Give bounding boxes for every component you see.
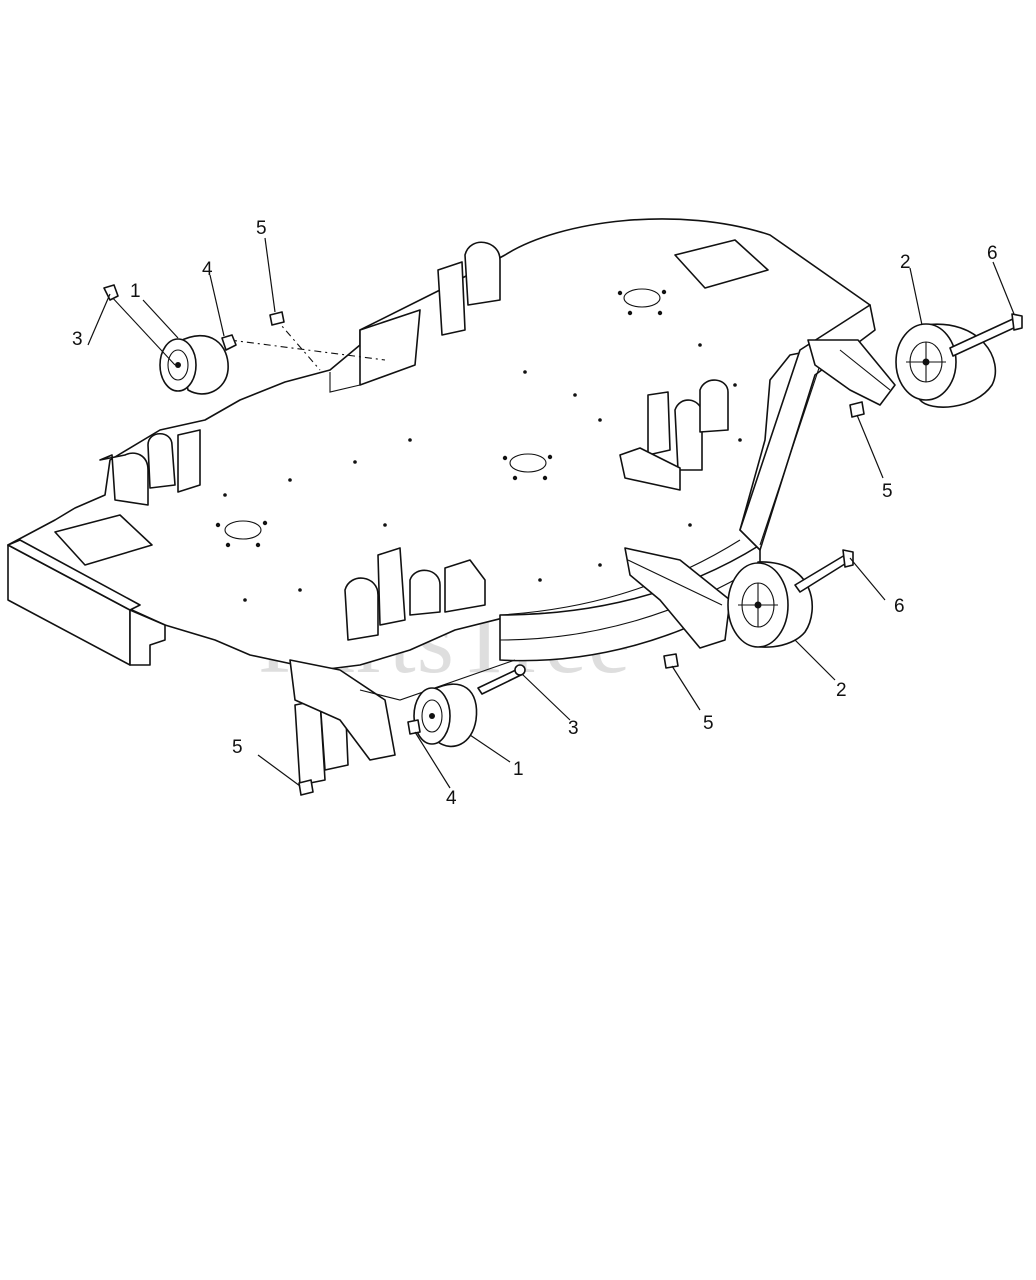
spindle-holes bbox=[215, 288, 742, 602]
rear-left-arm bbox=[289, 659, 396, 761]
wheel-mount-arms bbox=[289, 339, 896, 761]
wheel-2-bottom bbox=[727, 561, 813, 648]
callout-3-top: 3 bbox=[72, 329, 83, 350]
nuts bbox=[221, 311, 865, 796]
spindle-hole-left bbox=[224, 520, 262, 540]
nut-5-bottom-right bbox=[663, 653, 679, 669]
callouts: 1 1 2 2 3 3 4 4 5 5 5 5 6 6 bbox=[72, 218, 998, 809]
callout-6-top: 6 bbox=[987, 243, 998, 264]
nut-5-bottom-left bbox=[298, 779, 314, 796]
callout-4-bottom: 4 bbox=[446, 788, 457, 809]
wheel-1-top bbox=[159, 335, 229, 395]
leader-lines bbox=[87, 237, 1015, 789]
callout-1-top: 1 bbox=[130, 281, 141, 302]
nut-5-right bbox=[849, 401, 865, 418]
callout-3-bottom: 3 bbox=[568, 718, 579, 739]
nut-4-top bbox=[221, 334, 237, 351]
bolt-6-bottom bbox=[794, 549, 854, 593]
callout-5-top: 5 bbox=[256, 218, 267, 239]
callout-4-top: 4 bbox=[202, 259, 213, 280]
deck-brackets bbox=[99, 241, 729, 786]
callout-5-bottom-left: 5 bbox=[232, 737, 243, 758]
callout-2-top: 2 bbox=[900, 252, 911, 273]
spindle-hole-right bbox=[623, 288, 661, 308]
callout-5-right: 5 bbox=[882, 481, 893, 502]
side-right-arm bbox=[807, 339, 896, 406]
nut-4-bottom bbox=[407, 719, 421, 735]
rear-right-arm bbox=[624, 547, 731, 649]
wheel-1-bottom bbox=[413, 683, 478, 748]
callout-1-bottom: 1 bbox=[513, 759, 524, 780]
callout-6-bottom: 6 bbox=[894, 596, 905, 617]
bolt-6-top bbox=[949, 313, 1023, 357]
callout-5-bottom-right: 5 bbox=[703, 713, 714, 734]
bolt-3-bottom bbox=[477, 664, 526, 695]
callout-2-bottom: 2 bbox=[836, 680, 847, 701]
bolt-3-top bbox=[103, 284, 176, 366]
nut-5-top bbox=[269, 311, 285, 326]
spindle-hole-center bbox=[509, 453, 547, 473]
